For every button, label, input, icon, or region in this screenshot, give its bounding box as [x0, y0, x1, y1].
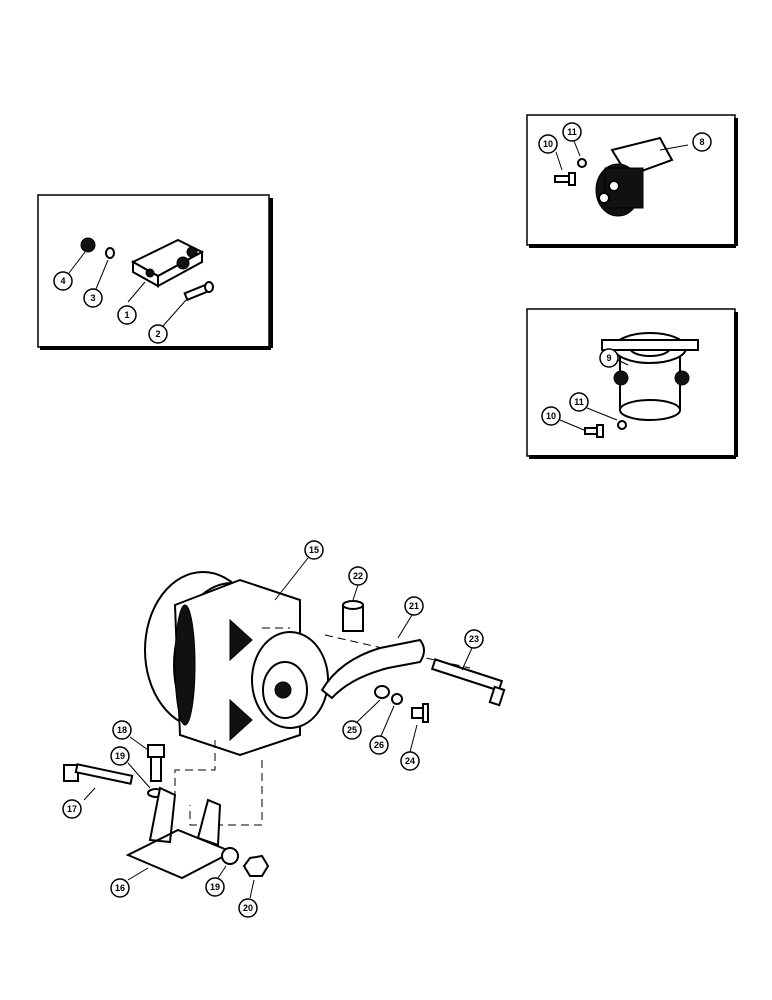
bolt-part	[63, 763, 134, 785]
alternator-assembly	[63, 557, 506, 899]
screw-part	[584, 424, 604, 438]
callout-10: 10	[541, 406, 561, 426]
svg-text:8: 8	[699, 137, 704, 147]
nut-part	[80, 237, 96, 253]
svg-text:4: 4	[60, 276, 65, 286]
svg-text:25: 25	[347, 725, 357, 735]
svg-text:2: 2	[155, 329, 160, 339]
callout-19: 19	[110, 746, 130, 766]
callout-1: 1	[117, 305, 137, 325]
bolt-part	[430, 658, 506, 707]
callout-9: 9	[599, 348, 619, 368]
callout-10: 10	[538, 134, 558, 154]
callout-2: 2	[148, 324, 168, 344]
solenoid-part	[595, 136, 674, 217]
callout-8: 8	[692, 132, 712, 152]
svg-text:17: 17	[67, 804, 77, 814]
washer-part	[577, 158, 587, 168]
svg-text:19: 19	[115, 751, 125, 761]
svg-text:3: 3	[90, 293, 95, 303]
svg-text:18: 18	[117, 725, 127, 735]
callout-11: 11	[569, 392, 589, 412]
svg-text:24: 24	[405, 756, 415, 766]
callout-22: 22	[348, 566, 368, 586]
svg-text:9: 9	[606, 353, 611, 363]
svg-text:23: 23	[469, 634, 479, 644]
svg-text:15: 15	[309, 545, 319, 555]
svg-text:10: 10	[543, 139, 553, 149]
callout-16: 16	[110, 878, 130, 898]
callout-21: 21	[404, 596, 424, 616]
adjusting-bracket-part	[320, 638, 425, 700]
svg-text:19: 19	[210, 882, 220, 892]
starter-solenoid-part	[601, 332, 699, 421]
svg-text:22: 22	[353, 571, 363, 581]
svg-text:20: 20	[243, 903, 253, 913]
svg-text:11: 11	[567, 127, 577, 137]
screw-part	[554, 172, 576, 186]
callout-23: 23	[464, 629, 484, 649]
svg-text:26: 26	[374, 740, 384, 750]
screw-part	[183, 281, 214, 302]
relay-block-part	[130, 238, 205, 288]
spacer-part	[342, 600, 364, 632]
screw-part	[411, 703, 429, 723]
callout-17: 17	[62, 799, 82, 819]
callout-3: 3	[83, 288, 103, 308]
inset-relay-block	[37, 194, 273, 350]
washer-part	[105, 247, 115, 259]
callout-11: 11	[562, 122, 582, 142]
callout-20: 20	[238, 898, 258, 918]
mounting-bracket-part	[125, 786, 235, 880]
callout-25: 25	[342, 720, 362, 740]
flat-washer-part	[374, 685, 390, 699]
callouts: 4 3 1 2 10 11 8 9 11 10 15 22 21 23 25 2…	[53, 122, 712, 918]
callout-15: 15	[304, 540, 324, 560]
lock-washer-part	[221, 847, 239, 865]
svg-text:10: 10	[546, 411, 556, 421]
bolt-part	[147, 744, 165, 782]
callout-24: 24	[400, 751, 420, 771]
svg-text:21: 21	[409, 601, 419, 611]
callout-18: 18	[112, 720, 132, 740]
callout-19: 19	[205, 877, 225, 897]
callout-4: 4	[53, 271, 73, 291]
alternator-part	[144, 571, 329, 757]
nut-part	[242, 854, 270, 877]
svg-text:1: 1	[124, 310, 129, 320]
svg-text:11: 11	[574, 397, 584, 407]
callout-26: 26	[369, 735, 389, 755]
inset-solenoid-large	[526, 308, 738, 459]
washer-part	[617, 420, 627, 430]
lock-washer-part	[391, 693, 403, 705]
inset-solenoid-small	[526, 114, 738, 248]
svg-text:16: 16	[115, 883, 125, 893]
